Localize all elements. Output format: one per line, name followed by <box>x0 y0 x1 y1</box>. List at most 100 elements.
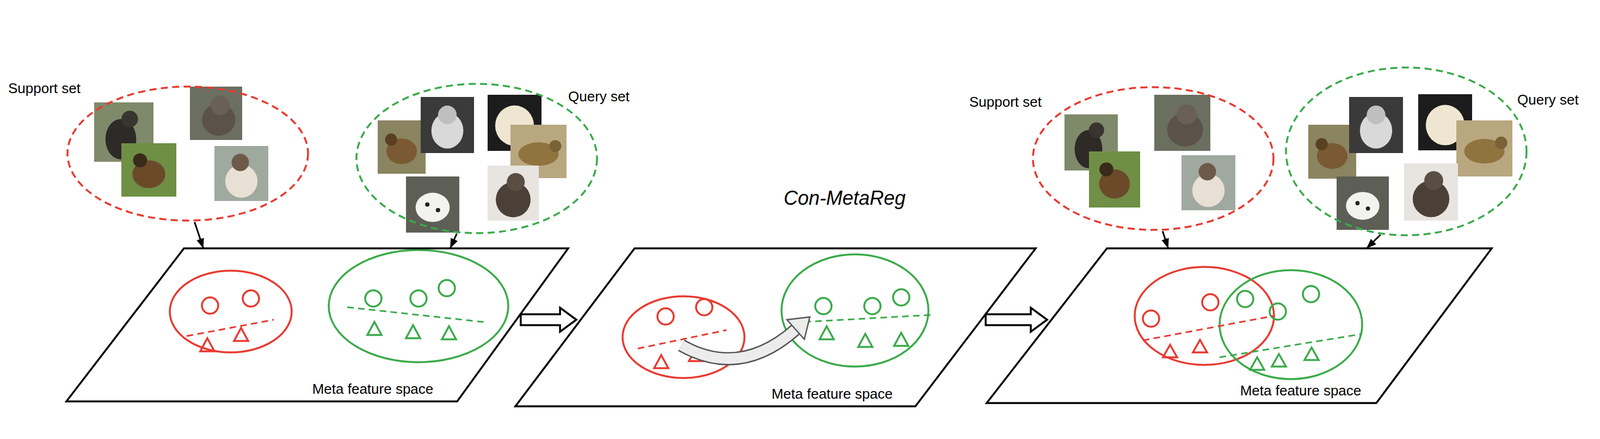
support-set-ellipse: Support set <box>1030 84 1276 232</box>
photo-subject <box>1315 137 1328 150</box>
photo-bg <box>214 145 269 201</box>
feature-plane: Meta feature space <box>64 245 571 404</box>
space-label: Meta feature space <box>312 380 434 398</box>
photo-subject <box>1198 162 1217 181</box>
photo-bg <box>1154 94 1211 151</box>
flow-arrow <box>450 233 457 249</box>
photo-subject <box>425 201 430 207</box>
class-circle <box>1142 310 1160 327</box>
cluster-ellipse <box>328 249 509 362</box>
photo <box>121 143 177 197</box>
class-circle <box>1202 293 1219 311</box>
photo-subject <box>435 207 441 213</box>
class-circle <box>242 290 260 307</box>
photo-subject <box>121 110 139 128</box>
set-ellipse-outline <box>1032 87 1274 230</box>
class-triangle <box>654 354 669 368</box>
decision-boundary <box>804 314 934 322</box>
set-ellipse-outline <box>356 83 598 233</box>
photo-bg <box>487 165 539 221</box>
feature-cluster <box>622 254 934 378</box>
photo-subject <box>1355 200 1360 206</box>
space-label: Meta feature space <box>771 385 894 403</box>
class-triangle <box>1192 339 1208 353</box>
transfer-arrow-shaft <box>681 329 796 359</box>
photo-bg <box>1456 120 1513 177</box>
set-ellipse-outline <box>1285 67 1527 236</box>
transfer-arrow-head <box>786 316 810 340</box>
photo-subject <box>1366 105 1386 125</box>
node-outline <box>354 81 600 236</box>
photo-subject <box>1099 162 1114 177</box>
class-circle <box>893 288 910 306</box>
class-triangle <box>819 325 834 340</box>
class-circle <box>1237 290 1254 307</box>
photo <box>487 165 539 221</box>
decision-boundary <box>347 306 488 323</box>
transfer-arrow <box>681 316 810 359</box>
photo <box>189 86 243 140</box>
photo-subject <box>231 153 250 171</box>
node-outline <box>65 84 311 223</box>
photo-subject <box>438 105 457 125</box>
class-triangle <box>367 321 382 335</box>
photo <box>1456 120 1513 177</box>
photo-subject <box>1176 104 1197 125</box>
photo-bg <box>1181 155 1236 211</box>
photo <box>405 176 460 233</box>
photo <box>1404 163 1458 221</box>
node-outline <box>984 245 1494 405</box>
photo <box>377 120 426 174</box>
photo-bg <box>1336 176 1389 230</box>
decision-boundary <box>186 319 274 336</box>
photo <box>214 145 269 201</box>
set-ellipse-outline <box>67 86 309 221</box>
plane-outline <box>515 248 1036 406</box>
class-triangle <box>1250 357 1265 370</box>
class-triangle <box>200 337 215 352</box>
feature-plane: Meta feature space <box>513 245 1038 409</box>
photo-bg <box>189 86 243 140</box>
photo-bg <box>377 120 426 174</box>
photo-subject <box>1365 206 1371 211</box>
support-set-ellipse: Support set <box>65 84 311 223</box>
plane-outline <box>66 248 569 402</box>
decision-boundary <box>1219 333 1363 358</box>
cluster-ellipse <box>1219 269 1363 379</box>
class-circle <box>410 290 427 307</box>
photo-bg <box>1349 96 1403 153</box>
feature-plane: Meta feature space <box>984 245 1494 405</box>
photo-subject <box>210 95 230 115</box>
photo-subject <box>1345 191 1380 220</box>
cluster-ellipse <box>781 254 929 367</box>
photo-subject <box>549 139 562 152</box>
photo-subject <box>506 173 525 192</box>
photo <box>1349 96 1403 153</box>
class-triangle <box>405 324 421 338</box>
photo-subject <box>415 192 451 223</box>
class-circle <box>438 279 455 297</box>
class-triangle <box>234 327 249 341</box>
cluster-ellipse <box>622 296 745 378</box>
cluster-ellipse <box>1134 266 1275 365</box>
class-triangle <box>1304 347 1319 360</box>
class-circle <box>201 297 219 314</box>
decision-boundary <box>1142 315 1274 341</box>
block-arrow <box>985 307 1048 332</box>
node-outline <box>1283 65 1529 238</box>
photo-subject <box>1424 170 1444 190</box>
photo <box>1088 151 1141 208</box>
block-arrow <box>520 307 577 332</box>
class-circle <box>815 297 832 315</box>
class-circle <box>864 297 881 315</box>
set-label: Support set <box>8 80 81 97</box>
photo <box>1308 124 1357 179</box>
photo-bg <box>420 96 475 153</box>
class-triangle <box>894 332 909 346</box>
feature-cluster <box>1134 266 1363 379</box>
